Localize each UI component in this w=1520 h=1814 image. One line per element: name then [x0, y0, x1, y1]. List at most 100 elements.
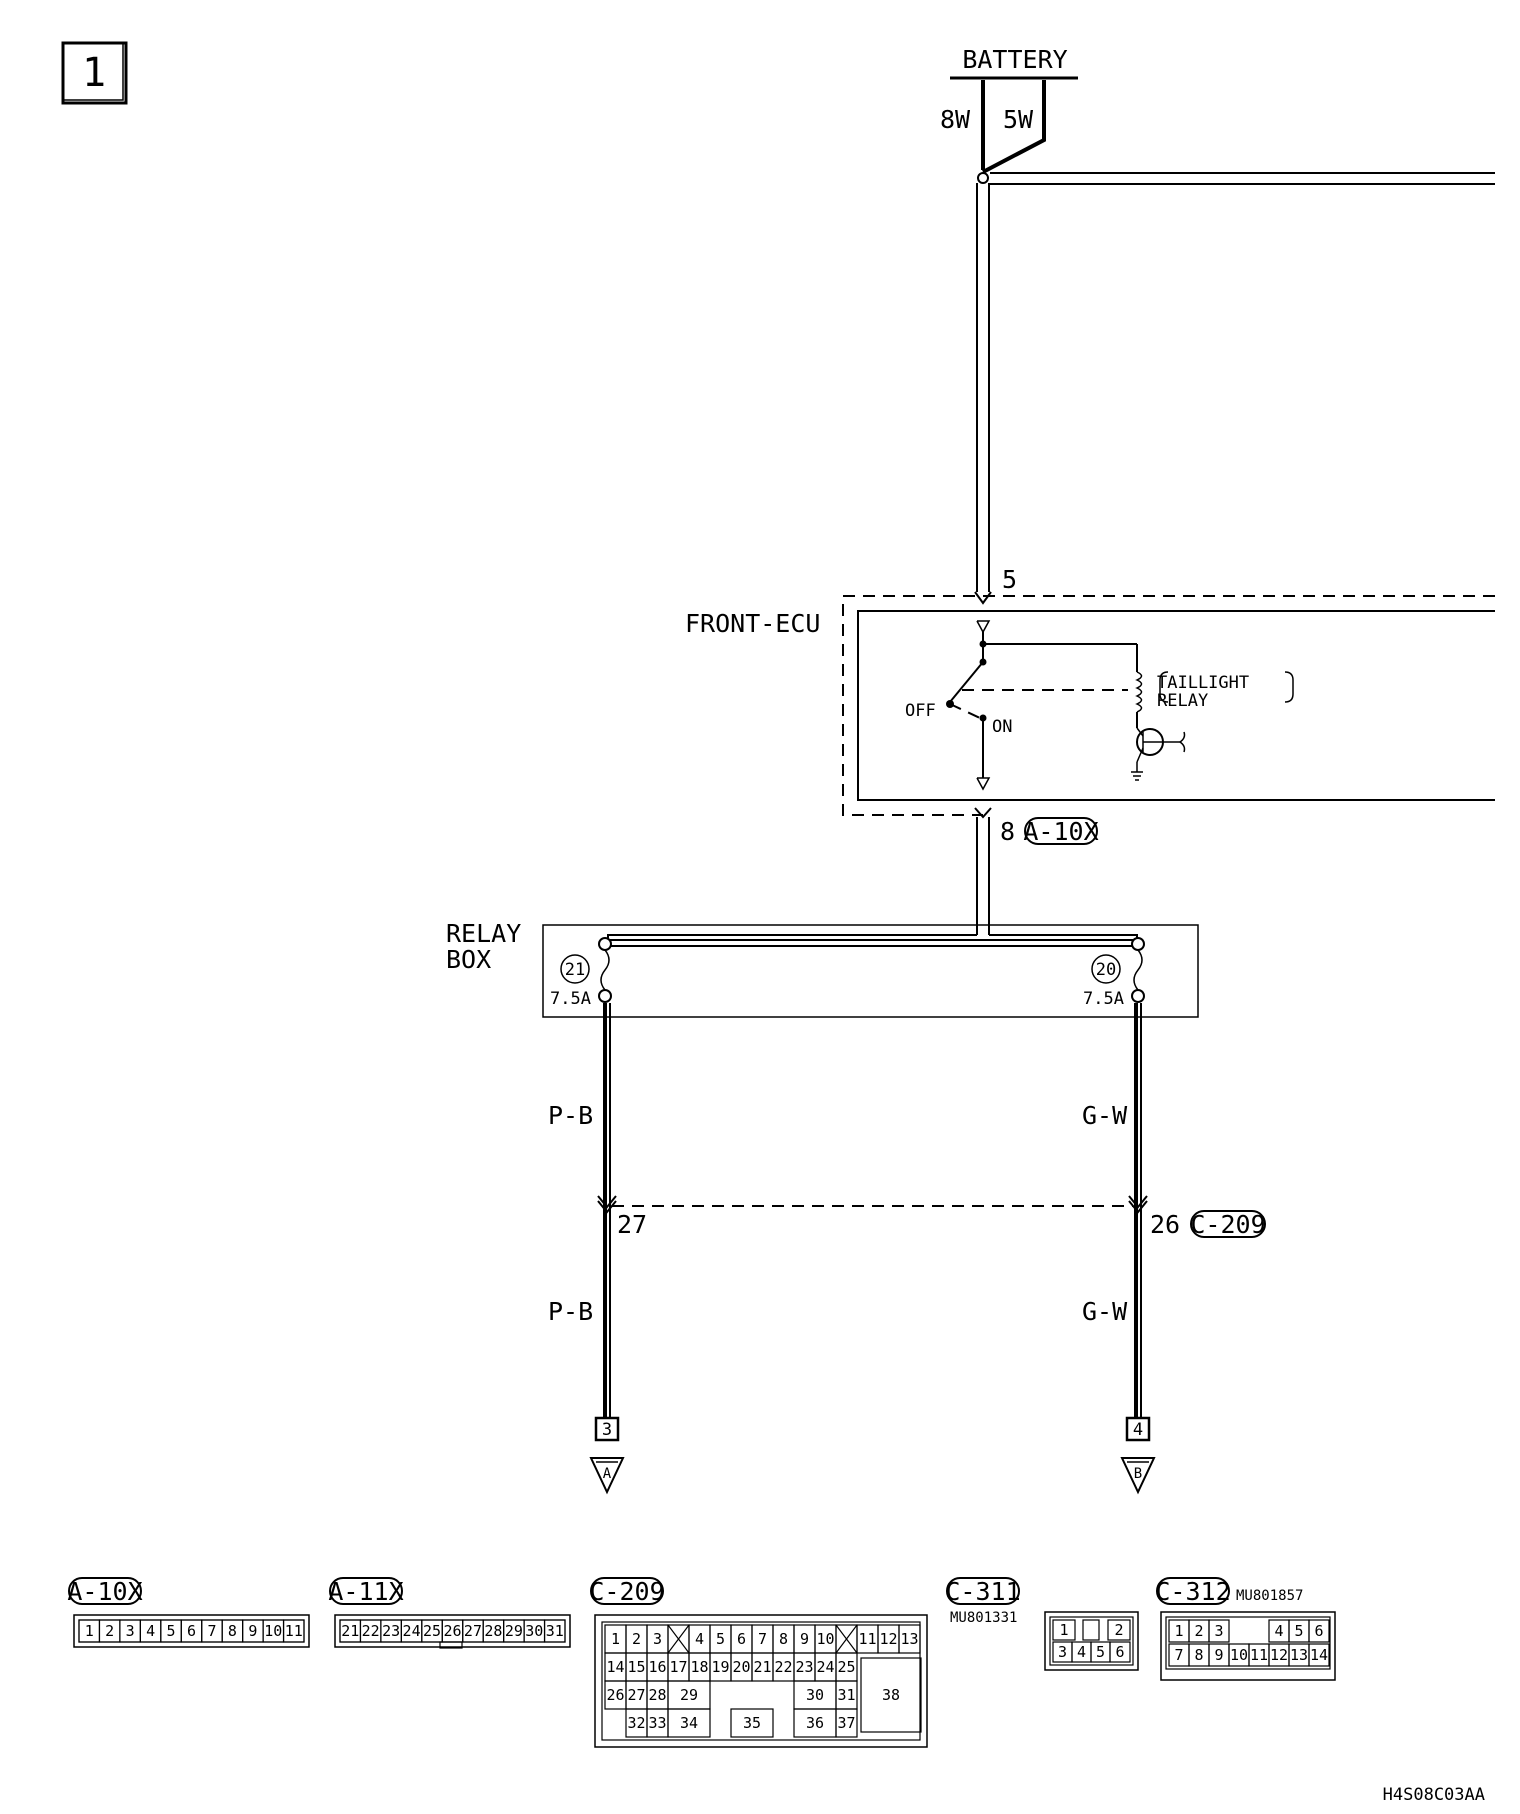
switch-on-label: ON: [992, 717, 1012, 737]
a11x-pin-label: 25: [423, 1622, 441, 1640]
c312-pin-label: 13: [1290, 1646, 1308, 1664]
c209-pin-label: 36: [806, 1714, 824, 1732]
c312-pin-label: 9: [1214, 1646, 1223, 1664]
c312-pin-label: 6: [1314, 1622, 1323, 1640]
fuse-left-number: 21: [565, 960, 585, 980]
front-ecu-label: FRONT-ECU: [685, 609, 820, 638]
c209-pin-label: 26: [606, 1686, 624, 1704]
c209-pin-cell: [730, 1708, 774, 1738]
blank-cavity-mark: [667, 1624, 690, 1654]
a11x-pin-label: 22: [362, 1622, 380, 1640]
c209-pin-label: 1: [611, 1630, 620, 1648]
c311-pin-label: 6: [1115, 1643, 1124, 1661]
wire-left-color-bottom: P-B: [548, 1297, 593, 1326]
a11x-pin-label: 30: [525, 1622, 543, 1640]
a11x-pin-label: 29: [505, 1622, 523, 1640]
c209-pin-label: 17: [669, 1658, 687, 1676]
c312-pin-label: 5: [1294, 1622, 1303, 1640]
c312-pin-cell: [1208, 1619, 1230, 1643]
c312-pin-label: 4: [1274, 1622, 1283, 1640]
connector-c312-part: MU801857: [1236, 1588, 1303, 1604]
c312-pin-label: 2: [1194, 1622, 1203, 1640]
relay-label-2: RELAY: [1157, 691, 1208, 711]
a11x-pin-label: 24: [403, 1622, 421, 1640]
c209-pin-label: 37: [837, 1714, 855, 1732]
a10x-pin-label: 7: [207, 1622, 216, 1640]
wire-right-color-top: G-W: [1082, 1101, 1128, 1130]
a10x-pin-label: 2: [105, 1622, 114, 1640]
c209-pin-label: 27: [627, 1686, 645, 1704]
c209-pin-label: 19: [711, 1658, 729, 1676]
c312-pin-label: 3: [1214, 1622, 1223, 1640]
terminal-left: 3 A: [589, 1416, 625, 1495]
ecu-connector-tag: A-10X: [1023, 817, 1099, 846]
c311-pin-label: 1: [1059, 1621, 1068, 1639]
terminal-right: 4 B: [1120, 1416, 1156, 1495]
connector-c209-name: C-209: [589, 1577, 664, 1606]
c209-pin-label: 11: [858, 1630, 876, 1648]
c312-pin-cell: [1308, 1643, 1330, 1667]
a10x-pin-label: 11: [285, 1622, 303, 1640]
c209-pin-label: 7: [758, 1630, 767, 1648]
c209-pin-label: 3: [653, 1630, 662, 1648]
a11x-pin-label: 27: [464, 1622, 482, 1640]
battery-label: BATTERY: [962, 45, 1067, 74]
terminal-left-ref: A: [603, 1466, 612, 1482]
c209-pin-label: 35: [743, 1714, 761, 1732]
a11x-pin-label: 31: [546, 1622, 564, 1640]
c209-pin-label: 2: [632, 1630, 641, 1648]
c209-pin-label: 33: [648, 1714, 666, 1732]
terminal-right-number: 4: [1133, 1420, 1143, 1440]
a11x-pin-label: 23: [382, 1622, 400, 1640]
a11x-pin-cell: [543, 1619, 566, 1643]
page-badge: 1: [61, 41, 128, 105]
c312-pin-cell: [1308, 1619, 1330, 1643]
c311-pin-cell: [1107, 1619, 1131, 1641]
a10x-pin-label: 9: [248, 1622, 257, 1640]
c209-pin-label: 20: [732, 1658, 750, 1676]
relay-box-label-2: BOX: [446, 945, 491, 974]
c209-pin-label: 4: [695, 1630, 704, 1648]
c209-pin-label: 13: [900, 1630, 918, 1648]
c209-pin-label: 21: [753, 1658, 771, 1676]
junction-connector-name: C-209: [1190, 1210, 1265, 1239]
c209-pin-label: 8: [779, 1630, 788, 1648]
front-ecu: FRONT-ECU OFF ON TAILLIGHT RELAY: [685, 595, 1495, 816]
wire-left-pin: 27: [617, 1210, 647, 1239]
c209-pin-label: 9: [800, 1630, 809, 1648]
footer-code: H4S08C03AA: [1383, 1785, 1485, 1805]
battery: BATTERY 8W 5W: [940, 45, 1078, 184]
c209-pin-label: 28: [648, 1686, 666, 1704]
junction-connector-tag: C-209: [1190, 1210, 1266, 1239]
c209-pin-label: 22: [774, 1658, 792, 1676]
fuse-left-rating: 7.5A: [550, 989, 591, 1009]
c209-pin-label: 25: [837, 1658, 855, 1676]
connector-a10x-name: A-10X: [67, 1577, 142, 1606]
page-badge-number: 1: [82, 50, 106, 96]
c209-pin-label: 32: [627, 1714, 645, 1732]
c209-pin-label: 29: [680, 1686, 698, 1704]
blank-cavity-mark: [835, 1624, 858, 1654]
c209-pin-label: 18: [690, 1658, 708, 1676]
c311-pin-cell: [1052, 1619, 1076, 1641]
a11x-pin-label: 28: [484, 1622, 502, 1640]
c312-pin-label: 1: [1174, 1622, 1183, 1640]
connector-c311-name: C-311: [945, 1577, 1020, 1606]
connector-c312-name: C-312: [1155, 1577, 1230, 1606]
fuse-right-number: 20: [1096, 960, 1116, 980]
battery-wire-left: 8W: [940, 105, 971, 134]
c209-pin-label: 34: [680, 1714, 698, 1732]
c312-pin-label: 11: [1250, 1646, 1268, 1664]
c209-pin-cell: [667, 1708, 711, 1738]
c312-pin-label: 12: [1270, 1646, 1288, 1664]
c209-pin-cell: [898, 1624, 921, 1654]
wire-left-color-top: P-B: [548, 1101, 593, 1130]
a10x-pin-cell: [282, 1619, 305, 1643]
c209-pin-label: 31: [837, 1686, 855, 1704]
c312-pin-label: 10: [1230, 1646, 1248, 1664]
